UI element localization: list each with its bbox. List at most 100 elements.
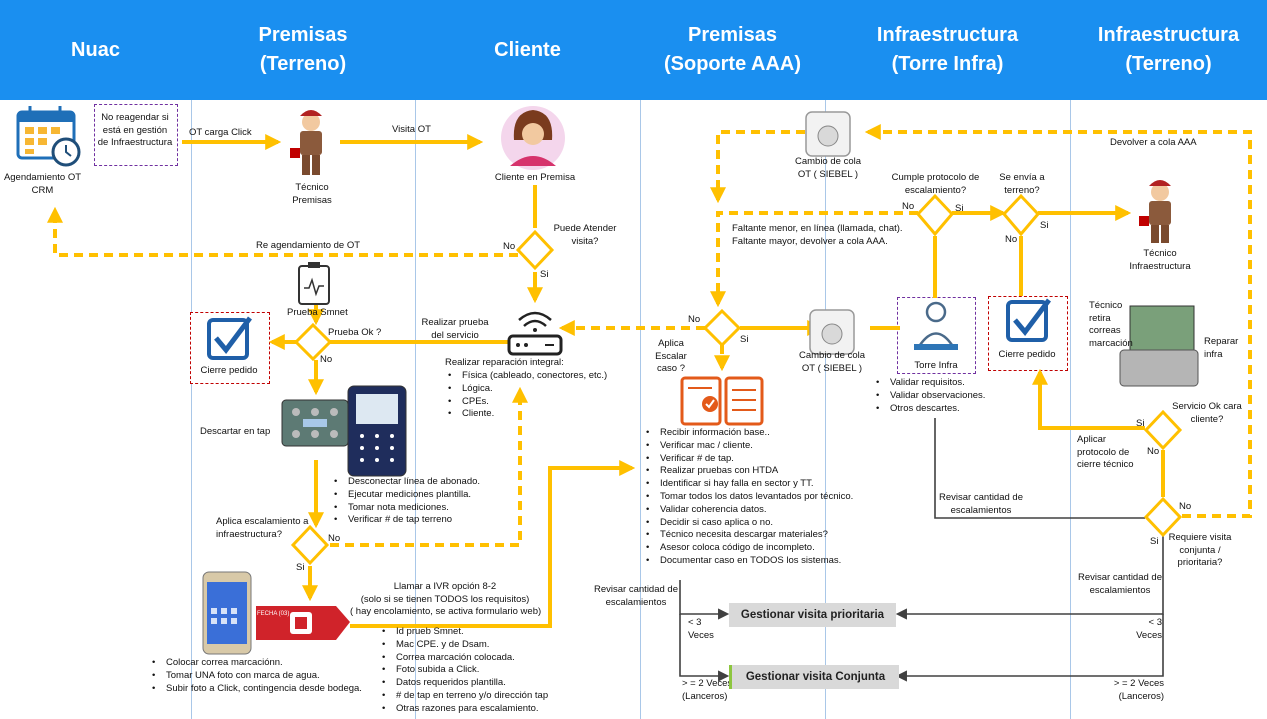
list-item: Verificar # de tap terreno [334,514,480,527]
correa-list: Colocar correa marcaciónn. Tomar UNA fot… [152,657,362,695]
marking-tag-icon [256,606,350,640]
arrow-requiere-conjunta [895,614,1164,682]
no-reagendar-note [94,104,178,166]
ivr-text-3: ( hay encolamiento, se activa formulario… [350,606,542,617]
list-item: Verificar mac / cliente. [646,440,853,453]
router-icon [507,311,563,356]
lane-subtitle: (Torre Infra) [891,53,1004,75]
cumple-protocolo-label: Cumple protocolo de escalamiento? [891,172,980,196]
label-no: No [902,201,915,212]
list-item: Decidir si caso aplica o no. [646,517,853,530]
soporte-list: Recibir información base.. Verificar mac… [646,427,853,568]
list-item: Colocar correa marcaciónn. [152,657,362,670]
reparacion-list: Física (cableado, conectores, etc.) Lógi… [448,370,607,421]
list-item: Correa marcación colocada. [382,652,548,665]
lane-header-nuac: Nuac [0,0,192,100]
list-item: Tomar UNA foto con marca de agua. [152,670,362,683]
checklist-icon [680,376,764,426]
lane-divider [825,100,826,719]
arrow-escal-no [330,386,528,547]
arrow-devolver-aaa [864,124,1252,518]
client-avatar-icon [501,106,565,170]
list-item: Verificar # de tap. [646,453,853,466]
lt3-label-2: < 3 Veces [1136,617,1162,641]
reparar-infra-label: Reparar infra [1204,336,1239,360]
list-item: # de tap en terreno y/o dirección tap [382,690,548,703]
tap-device-icon [281,399,349,447]
check-icon [207,316,252,360]
faltante-text-2: Faltante mayor, devolver a cola AAA. [732,236,888,247]
label-si: Si [1150,536,1159,547]
lt3-label-1: < 3 Veces [688,617,714,641]
infra-node-icon [1119,305,1199,387]
list-item: Id prueb Smnet. [382,626,548,639]
lane-divider [191,100,192,719]
lane-header-infra-terreno: Infraestructura(Terreno) [1070,0,1267,100]
list-item: Datos requeridos plantilla. [382,677,548,690]
label-no: No [328,533,341,544]
label-no: No [688,314,701,325]
escalamiento-list: Id prueb Smnet. Mac CPE. y de Dsam. Corr… [382,626,548,716]
label-no: No [1005,234,1018,245]
servicio-ok-label: Servicio Ok cara cliente? [1172,401,1242,425]
label-si: Si [1040,220,1049,231]
cambio-cola-label-1: Cambio de cola OT ( SIEBEL ) [794,156,861,180]
torre-list: Validar requisitos. Validar observacione… [876,377,985,415]
label-si: Si [740,334,749,345]
decision-aplica-escalar [702,308,742,348]
arrow-soporte-prioritaria [679,580,730,620]
se-envia-label: Se envía a terreno? [999,172,1045,196]
revisar-cant-label-2: Revisar cantidad de escalamientos [939,492,1023,516]
list-item: CPEs. [448,396,607,409]
list-item: Lógica. [448,383,607,396]
lane-header-premisas-terreno: Premisas (Terreno) [191,0,416,100]
lane-title: Nuac [71,38,120,61]
cliente-label: Cliente en Premisa [494,172,576,183]
gestionar-conjunta-box: Gestionar visita Conjunta [729,665,899,689]
edge-visita-ot: Visita OT [392,124,431,135]
tecnico-infra-label: Técnico Infraestructura [1129,248,1191,272]
list-item: Recibir información base.. [646,427,853,440]
list-item: Asesor coloca código de incompleto. [646,542,853,555]
edge-ot-carga: OT carga Click [189,127,252,138]
lane-subtitle: (Terreno) [259,53,347,75]
arrow-reagendamiento [47,206,518,257]
phone-icon [202,571,252,655]
list-item: Documentar caso en TODOS los sistemas. [646,555,853,568]
list-item: Validar observaciones. [876,390,985,403]
label-no: No [1147,446,1160,457]
label-si: Si [540,269,549,280]
lane-title: Premisas [258,24,348,46]
lane-title: Infraestructura [876,24,1019,46]
lane-divider [415,100,416,719]
gestionar-prioritaria-box: Gestionar visita prioritaria [729,603,896,627]
mediciones-list: Desconectar línea de abonado. Ejecutar m… [334,476,480,527]
siebel-queue-icon [805,111,851,157]
cambio-cola-label-2: Cambio de cola OT ( SIEBEL ) [798,350,865,374]
technician-icon-premisas [290,110,322,175]
decision-se-envia [1001,193,1041,237]
requiere-visita-label: Requiere visita conjunta / prioritaria? [1168,532,1232,568]
label-no: No [503,241,516,252]
devolver-aaa-label: Devolver a cola AAA [1110,137,1197,148]
arrow-cumple-no [710,211,918,308]
ivr-text-1: Llamar a IVR opción 8-2 [393,581,497,592]
prueba-smnet-label: Prueba Smnet [287,307,348,318]
list-item: Subir foto a Click, contingencia desde b… [152,683,362,696]
clipboard-icon [298,262,330,305]
lane-divider [640,100,641,719]
list-item: Validar requisitos. [876,377,985,390]
ivr-text-2: (solo si se tienen TODOS los requisitos) [360,594,530,605]
label-no: No [320,354,333,365]
list-item: Técnico necesita descargar materiales? [646,529,853,542]
aplica-escalar-label: Aplica Escalar caso ? [655,338,687,374]
decision-prueba-ok [293,322,333,362]
list-item: Identificar si hay falla en sector y TT. [646,478,853,491]
faltante-text: Faltante menor, en línea (llamada, chat)… [732,223,903,234]
list-item: Tomar nota mediciones. [334,502,480,515]
label-si: Si [1136,418,1145,429]
list-item: Cliente. [448,408,607,421]
label-si: Si [955,203,964,214]
decision-puede-atender [515,229,555,271]
